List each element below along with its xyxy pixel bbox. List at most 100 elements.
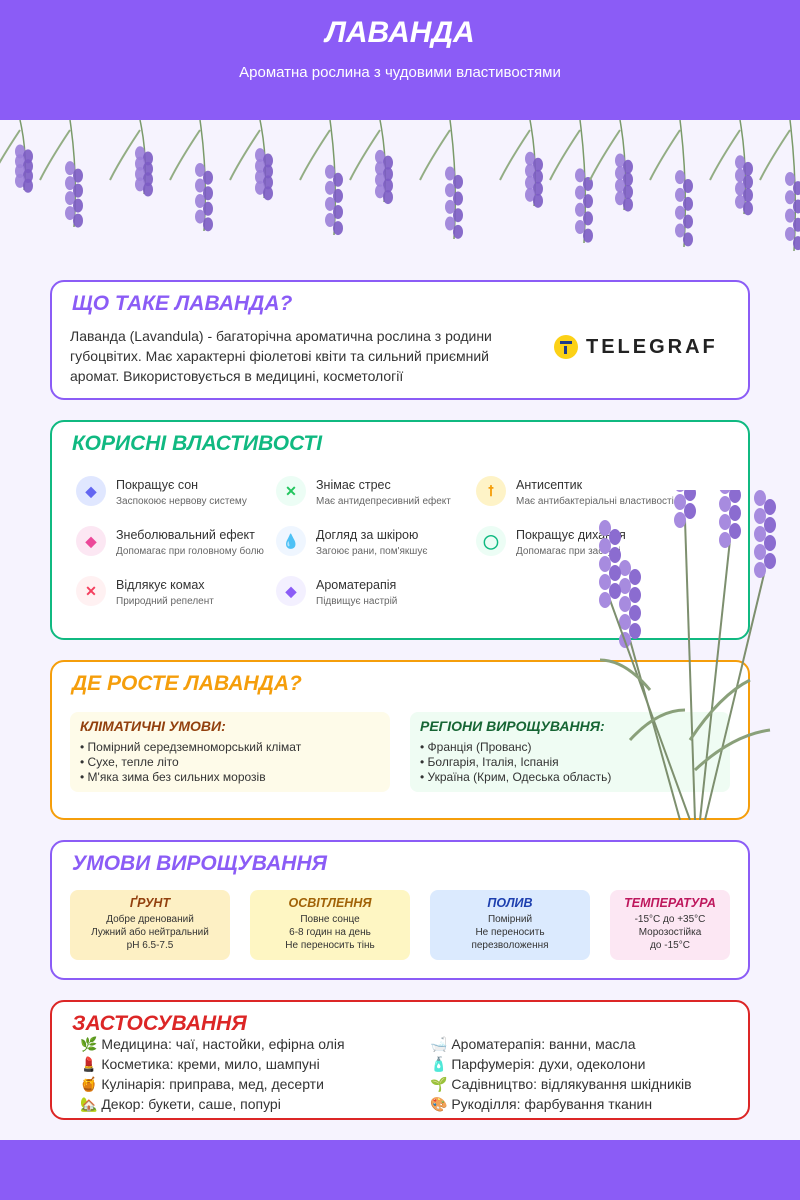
lavender-bud <box>533 181 543 196</box>
benefit-desc: Заспокоює нервову систему <box>116 496 247 507</box>
lavender-bud <box>203 217 213 232</box>
regions-title: РЕГІОНИ ВИРОЩУВАННЯ: <box>420 718 605 734</box>
lavender-bud <box>623 197 633 212</box>
lavender-bud <box>533 169 543 184</box>
lavender-bud <box>255 148 265 163</box>
lavender-bud <box>764 499 776 515</box>
benefit-item: ✕ Знімає стрес Має антидепресивний ефект <box>276 476 476 507</box>
lavender-bud <box>383 167 393 182</box>
lavender-bud <box>143 182 153 197</box>
lavender-bud <box>203 201 213 216</box>
where-grows-card: ДЕ РОСТЕ ЛАВАНДА? КЛІМАТИЧНІ УМОВИ: • По… <box>50 660 750 820</box>
leaf <box>549 129 581 181</box>
condition-line: 6-8 годин на день <box>289 927 371 938</box>
condition-line: Помірний <box>487 914 533 925</box>
lavender-bud <box>623 159 633 174</box>
leaf <box>709 129 741 181</box>
benefit-desc: Має антибактеріальні властивості <box>516 496 674 507</box>
condition-line: перезволоження <box>471 940 549 951</box>
lavender-bud <box>445 199 455 214</box>
use-item: 🌿 Медицина: чаї, настойки, ефірна олія <box>80 1036 345 1052</box>
benefit-desc: Загоює рани, пом'якшує <box>316 546 428 557</box>
lavender-bud <box>793 199 800 214</box>
leaf <box>0 129 21 164</box>
footer <box>0 1140 800 1200</box>
lavender-bud <box>675 170 685 185</box>
condition-line: Не переносить <box>475 927 545 938</box>
section-title: ЗАСТОСУВАННЯ <box>72 1012 247 1035</box>
leaf <box>349 129 381 181</box>
condition-title: ПОЛИВ <box>487 896 533 910</box>
lavender-bud <box>23 149 33 164</box>
lavender-bud <box>23 159 33 174</box>
condition-title: ҐРУНТ <box>129 896 171 910</box>
leaf <box>39 129 71 181</box>
benefit-item: ꝉ Антисептик Має антибактеріальні власти… <box>476 476 676 507</box>
lavender-bud <box>583 211 593 226</box>
lavender-banner-illustration <box>0 120 800 252</box>
benefit-title: Догляд за шкірою <box>316 528 419 542</box>
lavender-bud <box>15 164 25 179</box>
use-item: 🏡 Декор: букети, саше, попурі <box>80 1096 281 1112</box>
lavender-bud <box>383 190 393 205</box>
section-title: ЩО ТАКЕ ЛАВАНДА? <box>72 292 293 315</box>
benefit-title: Покращує сон <box>116 478 199 492</box>
benefit-title: Відлякує комах <box>116 578 205 592</box>
benefit-title: Знімає стрес <box>316 478 391 492</box>
lavender-bud <box>325 180 335 195</box>
condition-title: ТЕМПЕРАТУРА <box>624 896 716 910</box>
lavender-bud <box>135 167 145 182</box>
lavender-bud <box>525 163 535 178</box>
lavender-bud <box>525 151 535 166</box>
lavender-bud <box>453 174 463 189</box>
lavender-bud <box>623 185 633 199</box>
lavender-bud <box>675 187 685 202</box>
lavender-bud <box>615 191 625 206</box>
benefit-item: ◆ Покращує сон Заспокоює нервову систему <box>76 476 276 507</box>
lavender-bud <box>255 180 265 195</box>
lavender-bud <box>785 190 795 205</box>
lavender-bud <box>793 217 800 232</box>
lavender-bud <box>203 186 213 201</box>
lavender-bud <box>785 171 795 186</box>
section-title: ДЕ РОСТЕ ЛАВАНДА? <box>72 672 302 695</box>
leaf <box>589 129 621 181</box>
lavender-bud <box>754 508 766 524</box>
lavender-bud <box>754 490 766 506</box>
antiseptic-icon: ꝉ <box>476 476 506 506</box>
lung-icon: ◯ <box>476 526 506 556</box>
leaf <box>759 129 791 181</box>
lavender-bud <box>743 175 753 190</box>
lavender-bud <box>375 172 385 187</box>
leaf <box>299 129 331 181</box>
lavender-bud <box>735 155 745 170</box>
lavender-bud <box>143 151 153 166</box>
lavender-bud <box>793 236 800 251</box>
benefit-item: ✕ Відлякує комах Природний репелент <box>76 576 276 607</box>
benefit-item: ◆ Знеболювальний ефект Допомагає при гол… <box>76 526 276 557</box>
section-title: КОРИСНІ ВЛАСТИВОСТІ <box>72 432 323 455</box>
lavender-bud <box>195 209 205 224</box>
lavender-bud <box>735 194 745 209</box>
benefit-item: ◯ Покращує дихання Допомагає при застуді <box>476 526 676 557</box>
telegraf-logo: TELEGRAF <box>554 335 718 359</box>
lavender-bud <box>65 161 75 176</box>
drop-icon: 💧 <box>276 526 306 556</box>
lavender-bud <box>255 169 265 184</box>
lavender-bud <box>764 517 776 533</box>
lavender-bud <box>764 553 776 569</box>
lavender-bud <box>255 159 265 174</box>
lavender-bud <box>735 181 745 196</box>
lavender-bud <box>15 144 25 159</box>
lavender-bud <box>15 154 25 169</box>
condition-line: -15°C до +35°C <box>634 914 706 925</box>
lavender-bud <box>23 178 33 193</box>
lavender-bud <box>143 172 153 187</box>
lavender-bud <box>135 156 145 171</box>
lavender-bud <box>743 188 753 203</box>
lavender-bud <box>683 179 693 194</box>
leaf <box>109 129 141 181</box>
